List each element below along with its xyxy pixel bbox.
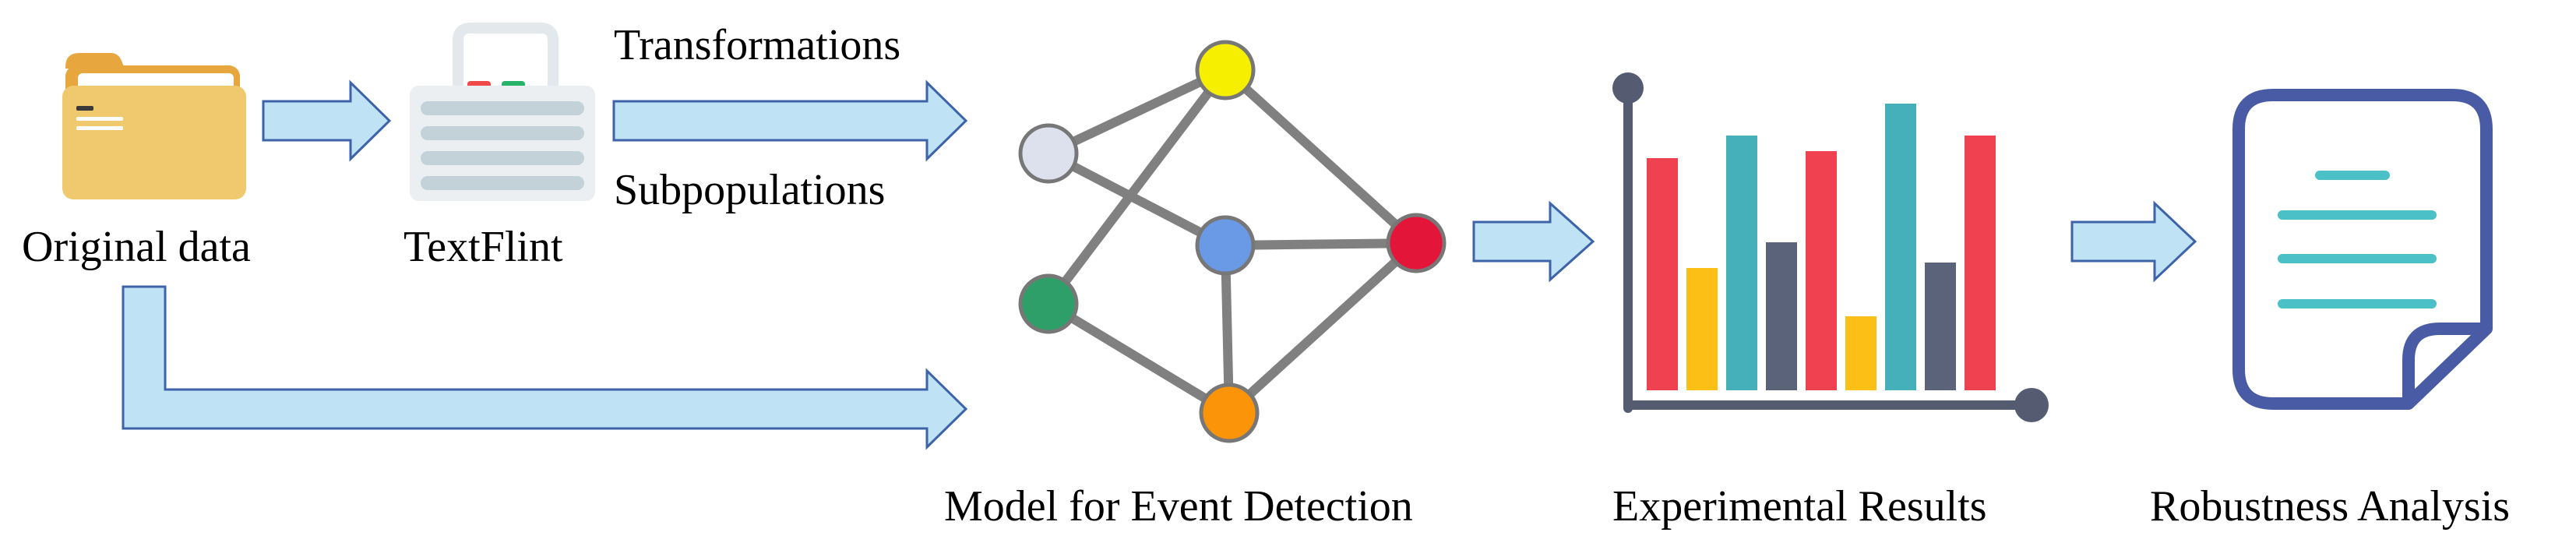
arrow-folder-to-textflint bbox=[262, 79, 392, 162]
label-original-data: Original data bbox=[22, 223, 251, 271]
folder-tab bbox=[65, 53, 125, 69]
chart-bar-9 bbox=[1965, 136, 1996, 390]
arrow-model-to-results bbox=[1472, 200, 1595, 283]
chart-bar-7 bbox=[1885, 104, 1916, 390]
edge-yellow-red bbox=[1221, 65, 1421, 248]
edge-white-yellow bbox=[1044, 65, 1230, 158]
arrow-results-to-analysis bbox=[2070, 200, 2197, 283]
edge-green-orange bbox=[1044, 299, 1234, 418]
label-transformations: Transformations bbox=[614, 21, 900, 69]
chart-bar-5 bbox=[1806, 151, 1837, 390]
node-orange bbox=[1199, 383, 1260, 443]
folder-icon bbox=[62, 53, 246, 199]
lock-slot-2 bbox=[421, 126, 584, 140]
folder-line-dark bbox=[76, 106, 93, 111]
chart-x-axis-cap bbox=[2014, 388, 2049, 422]
chart-bar-3 bbox=[1726, 136, 1757, 390]
folder-line-2 bbox=[76, 126, 123, 130]
node-red bbox=[1386, 213, 1447, 273]
edge-blue-red bbox=[1221, 238, 1421, 250]
label-results: Experimental Results bbox=[1612, 482, 1987, 531]
folder-line-1 bbox=[76, 117, 123, 121]
edge-red-orange bbox=[1225, 238, 1421, 418]
lock-case-icon bbox=[410, 23, 595, 201]
bar-chart-icon bbox=[1612, 72, 2049, 422]
chart-bar-4 bbox=[1766, 242, 1797, 390]
label-subpopulations: Subpopulations bbox=[614, 166, 885, 214]
arrow-original-to-model bbox=[122, 285, 968, 450]
document-icon bbox=[2232, 89, 2493, 410]
chart-bar-8 bbox=[1925, 263, 1956, 390]
lock-slot-3 bbox=[421, 151, 584, 165]
label-textflint: TextFlint bbox=[403, 223, 563, 271]
lock-shackle bbox=[453, 23, 559, 87]
folder-front bbox=[62, 86, 246, 199]
node-green bbox=[1018, 273, 1079, 334]
chart-bar-6 bbox=[1845, 316, 1876, 390]
lock-slot-1 bbox=[421, 101, 584, 115]
node-blue bbox=[1195, 215, 1256, 276]
lock-slot-4 bbox=[421, 176, 584, 190]
chart-bar-1 bbox=[1647, 158, 1678, 390]
chart-y-axis-cap bbox=[1612, 72, 1644, 104]
chart-bar-2 bbox=[1686, 268, 1718, 390]
document-fold bbox=[2402, 323, 2486, 404]
label-robustness: Robustness Analysis bbox=[2150, 482, 2510, 531]
node-yellow bbox=[1195, 40, 1256, 100]
arrow-textflint-to-model bbox=[612, 79, 968, 162]
node-white bbox=[1018, 123, 1079, 184]
label-model: Model for Event Detection bbox=[944, 482, 1413, 531]
graph-network-icon bbox=[1018, 40, 1447, 443]
document-page bbox=[2232, 89, 2493, 410]
edge-white-blue bbox=[1044, 149, 1230, 250]
edge-yellow-green bbox=[1044, 65, 1230, 308]
